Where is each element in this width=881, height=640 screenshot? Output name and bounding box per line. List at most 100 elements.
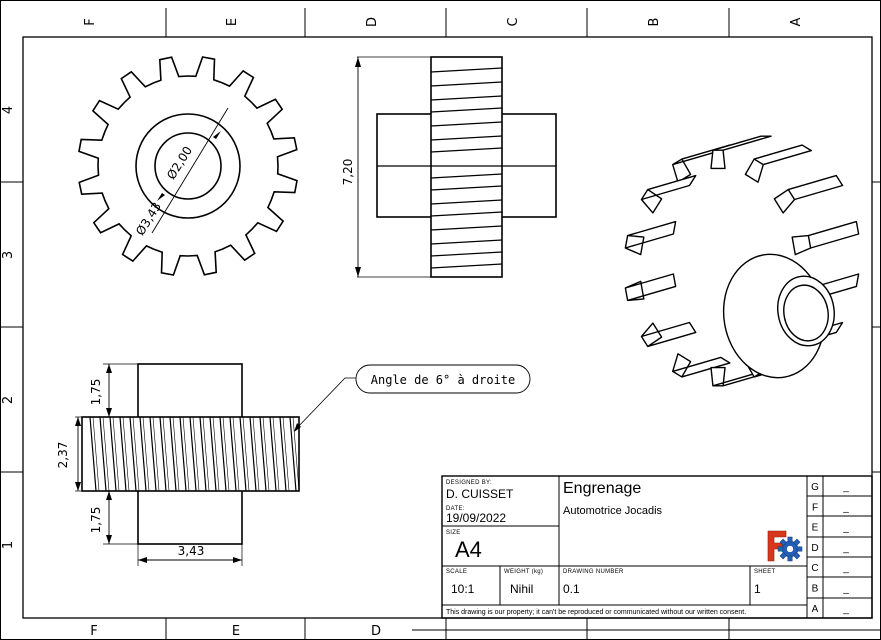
revision-letter: F	[812, 502, 818, 513]
dim-hub-width: 3,43	[178, 544, 205, 558]
iso-tooth	[640, 174, 697, 214]
sheet-value: 1	[754, 582, 761, 596]
top-tooth-line	[219, 416, 227, 492]
top-tooth-line	[102, 416, 110, 492]
side-tooth-line	[430, 225, 503, 231]
gear-teeth-outline	[78, 56, 298, 276]
top-tooth-line	[289, 416, 297, 492]
top-tooth-line	[229, 416, 237, 492]
top-tooth-line	[132, 416, 140, 492]
zone-row-4: 4	[1, 106, 16, 114]
top-tooth-line	[249, 416, 257, 492]
top-tooth-line	[109, 416, 117, 492]
dim-face-width: 2,37	[56, 442, 70, 469]
top-tooth-line	[169, 416, 177, 492]
top-tooth-line	[279, 416, 287, 492]
top-tooth-line	[209, 416, 217, 492]
side-tooth-line	[430, 107, 503, 113]
top-tooth-line	[112, 416, 120, 492]
size-label: SIZE	[446, 530, 461, 536]
side-tooth-line	[430, 211, 503, 217]
top-tooth-line	[222, 416, 230, 492]
top-tooth-line	[242, 416, 250, 492]
gear-side-view	[355, 56, 557, 278]
size-value: A4	[455, 537, 482, 562]
revision-entry: _	[842, 604, 849, 615]
side-tooth-line	[430, 81, 503, 87]
zone-col-f: F	[83, 18, 98, 25]
copyright-notice: This drawing is our property; it can't b…	[446, 609, 746, 616]
revision-letter: D	[811, 543, 818, 554]
side-tooth-line	[430, 95, 503, 101]
top-tooth-line	[259, 416, 267, 492]
title-block-text: DESIGNED BY: D. CUISSET DATE: 19/09/2022…	[446, 480, 775, 616]
top-tooth-line	[142, 416, 150, 492]
zone-col-b: B	[647, 18, 662, 27]
zone-bottom-e: E	[232, 624, 240, 639]
zone-row-1: 1	[1, 541, 16, 549]
revision-entry: _	[842, 502, 849, 513]
scale-value: 10:1	[451, 582, 475, 596]
drawing-title: Engrenage	[563, 480, 641, 497]
dim-bore-diameter: Ø2,00	[164, 144, 195, 182]
side-tooth-line	[430, 173, 503, 179]
top-tooth-line	[262, 416, 270, 492]
gear-isometric-view	[624, 135, 860, 387]
side-tooth-line	[430, 185, 503, 191]
scale-label: SCALE	[446, 569, 467, 575]
top-tooth-line	[152, 416, 160, 492]
iso-tooth	[624, 273, 677, 302]
iso-tooth	[791, 220, 860, 256]
iso-tooth	[710, 135, 772, 170]
dim-hub-bottom: 1,75	[89, 507, 103, 534]
zone-bottom-f: F	[90, 624, 97, 639]
top-tooth-line	[182, 416, 190, 492]
zone-col-e: E	[225, 18, 240, 26]
revision-entry: _	[842, 482, 849, 493]
top-tooth-line	[149, 416, 157, 492]
top-tooth-line	[269, 416, 277, 492]
revision-letter: G	[811, 482, 819, 493]
top-tooth-line	[232, 416, 240, 492]
top-tooth-line	[172, 416, 180, 492]
revision-letter: C	[811, 563, 818, 574]
weight-value: Nihil	[510, 582, 533, 596]
top-tooth-line	[129, 416, 137, 492]
top-tooth-line	[139, 416, 147, 492]
title-block	[441, 475, 873, 619]
top-tooth-line	[179, 416, 187, 492]
helix-note-balloon: Angle de 6° à droite	[355, 364, 531, 394]
top-tooth-line	[122, 416, 130, 492]
revision-entry: _	[842, 563, 849, 574]
gear-top-view	[75, 363, 356, 566]
top-tooth-line	[99, 416, 107, 492]
zone-labels: F E D C B A 4 3 2 1 F E D	[1, 17, 804, 639]
drawing-subtitle: Automotrice Jocadis	[563, 505, 663, 517]
revision-entry: _	[842, 543, 849, 554]
app-logo-icon	[767, 530, 803, 562]
top-tooth-line	[292, 416, 300, 492]
designed-by-label: DESIGNED BY:	[446, 480, 492, 486]
side-tooth-line	[430, 67, 503, 73]
side-tooth-line	[430, 239, 503, 245]
top-tooth-line	[252, 416, 260, 492]
top-tooth-line	[272, 416, 280, 492]
side-tooth-line	[430, 121, 503, 127]
designed-by-value: D. CUISSET	[446, 487, 514, 501]
side-tooth-line	[430, 135, 503, 141]
zone-col-c: C	[506, 17, 521, 26]
top-tooth-line	[189, 416, 197, 492]
helix-note-text: Angle de 6° à droite	[371, 373, 516, 387]
zone-row-3: 3	[1, 251, 16, 259]
side-tooth-line	[430, 199, 503, 205]
side-tooth-line	[430, 263, 503, 269]
iso-tooth	[640, 321, 697, 348]
dim-hub-top: 1,75	[89, 379, 103, 406]
top-tooth-line	[159, 416, 167, 492]
drawing-number-label: DRAWING NUMBER	[563, 569, 624, 575]
drawing-number-value: 0.1	[563, 582, 580, 596]
iso-tooth	[624, 220, 677, 256]
dim-overall-height: 7,20	[341, 159, 355, 186]
top-tooth-line	[199, 416, 207, 492]
gear-front-view	[78, 56, 298, 276]
